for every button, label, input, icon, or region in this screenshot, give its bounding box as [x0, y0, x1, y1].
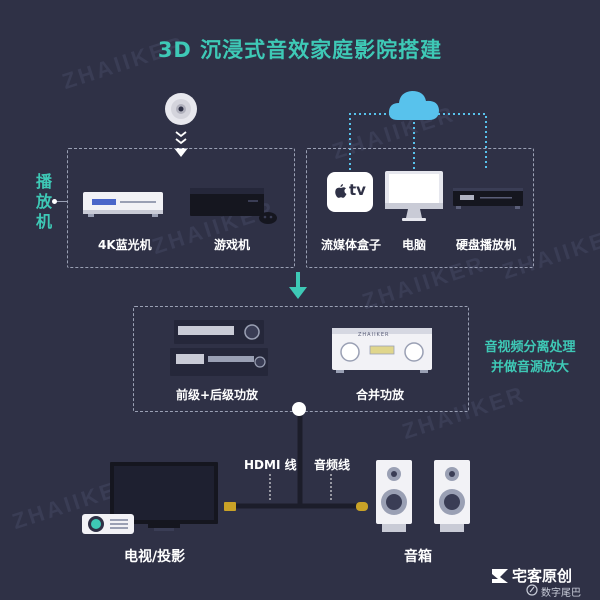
arrow-down-icon: [289, 272, 307, 299]
cloud-icon: [388, 91, 439, 120]
hdmi-plug: [224, 502, 236, 511]
chevron-down-icon: [174, 131, 188, 157]
brand-logo-icon: [492, 569, 508, 583]
bluray-player-icon: [83, 192, 163, 217]
amp-brand-text: ZHAIIKER: [358, 332, 390, 338]
processing-line2: 并做音源放大: [490, 360, 569, 375]
player-section-label: 播放机: [35, 172, 52, 231]
device-label-bluray: 4K蓝光机: [98, 238, 152, 252]
device-label-streamer: 流媒体盒子: [321, 238, 382, 252]
projector-icon: [82, 514, 134, 534]
audio-plug: [356, 502, 368, 511]
integrated-amplifier-icon: [332, 328, 432, 373]
speaker-left-icon: [376, 460, 412, 532]
connector-dot: [54, 201, 68, 202]
speaker-right-icon: [434, 460, 470, 532]
disc-player-group: [67, 148, 295, 268]
cable-label-hdmi: HDMI 线: [244, 458, 297, 472]
apple-logo-icon: [335, 184, 347, 198]
device-label-hdd: 硬盘播放机: [456, 238, 517, 252]
cable-label-audio: 音频线: [314, 458, 351, 472]
device-label-pre-post: 前级+后级功放: [176, 388, 259, 402]
device-label-integrated: 合并功放: [356, 388, 405, 402]
tv-icon: [110, 462, 218, 531]
network-connections: [349, 113, 487, 172]
streaming-player-group: [306, 148, 534, 268]
processing-line1: 音视频分离处理: [484, 340, 576, 355]
device-label-tv: 电视/投影: [124, 549, 186, 565]
game-console-icon: [190, 188, 277, 224]
apple-tv-text: tv: [349, 181, 366, 199]
connector-dot: [52, 199, 57, 204]
processing-label: 音视频分离处理 并做音源放大: [470, 338, 590, 378]
brand-text: 宅客原创: [512, 567, 573, 585]
disc-icon: [165, 93, 197, 125]
device-label-speakers: 音箱: [404, 549, 432, 565]
device-label-computer: 电脑: [402, 238, 427, 252]
digital-tail-logo-icon: [526, 584, 538, 596]
pre-post-amplifier-icon: [170, 320, 268, 376]
hdd-player-icon: [453, 188, 523, 209]
computer-icon: [385, 171, 443, 221]
cable-junction: [292, 402, 306, 416]
brand-subtext: 数字尾巴: [541, 588, 581, 599]
device-label-game: 游戏机: [214, 238, 251, 252]
page-title: 3D 沉浸式音效家庭影院搭建: [157, 38, 443, 62]
apple-tv-icon: tv: [327, 172, 373, 212]
